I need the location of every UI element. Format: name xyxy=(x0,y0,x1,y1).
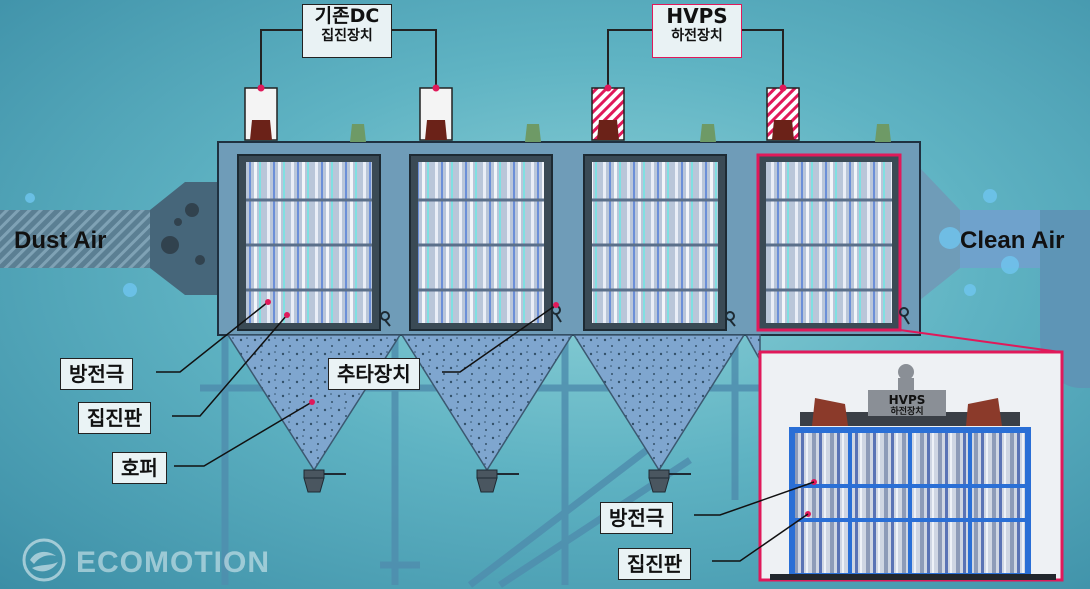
inset-discharge-electrode-label: 방전극 xyxy=(600,502,674,534)
field-3 xyxy=(583,154,727,331)
ecomotion-logo-text: ECOMOTION xyxy=(76,546,270,579)
dust-particles xyxy=(161,203,205,265)
rapping-hammer-icons xyxy=(380,305,910,327)
insulator-boxes-existing xyxy=(244,87,453,141)
existing-dc-line1: 기존DC xyxy=(314,5,380,27)
field-4-hvps xyxy=(756,153,902,332)
dust-air-label: Dust Air xyxy=(14,227,107,254)
clean-air-label: Clean Air xyxy=(960,227,1065,254)
insulator-boxes-hvps xyxy=(591,87,800,141)
hvps-line1: HVPS xyxy=(666,4,728,28)
field-2 xyxy=(409,154,553,331)
top-label-leaders xyxy=(260,29,784,88)
collecting-plate-label: 집진판 xyxy=(78,402,152,434)
discharge-electrode-label: 방전극 xyxy=(60,358,134,390)
hvps-charger-label: HVPS 하전장치 xyxy=(652,4,742,58)
leader-dots-top xyxy=(257,84,787,92)
existing-dc-line2: 집진장치 xyxy=(321,28,373,44)
inset-collecting-plate-label: 집진판 xyxy=(618,548,692,580)
hopper-label: 호퍼 xyxy=(112,452,167,484)
inset-connector xyxy=(899,329,1061,353)
inset-leaders xyxy=(694,481,815,562)
bottom-label-leaders xyxy=(156,301,557,467)
rapping-device-label: 추타장치 xyxy=(328,358,420,390)
inset-hvps-line1: HVPS xyxy=(888,393,926,407)
ecomotion-logo: ECOMOTION xyxy=(76,546,270,580)
hopper-valves xyxy=(303,469,691,493)
leader-dots-bottom xyxy=(265,299,559,405)
hvps-detail-inset xyxy=(758,350,1064,582)
existing-dc-collector-label: 기존DC 집진장치 xyxy=(302,4,392,58)
inlet-duct xyxy=(0,182,218,295)
inset-hvps-line2: 하전장치 xyxy=(890,407,924,417)
inset-hvps-label: HVPS 하전장치 xyxy=(872,394,942,418)
ecomotion-logo-icon xyxy=(22,538,66,582)
green-insulators xyxy=(350,124,891,142)
field-1 xyxy=(237,154,381,331)
hvps-line2: 하전장치 xyxy=(671,28,723,44)
hoppers xyxy=(226,334,761,472)
clean-air-bubbles xyxy=(25,189,1019,297)
